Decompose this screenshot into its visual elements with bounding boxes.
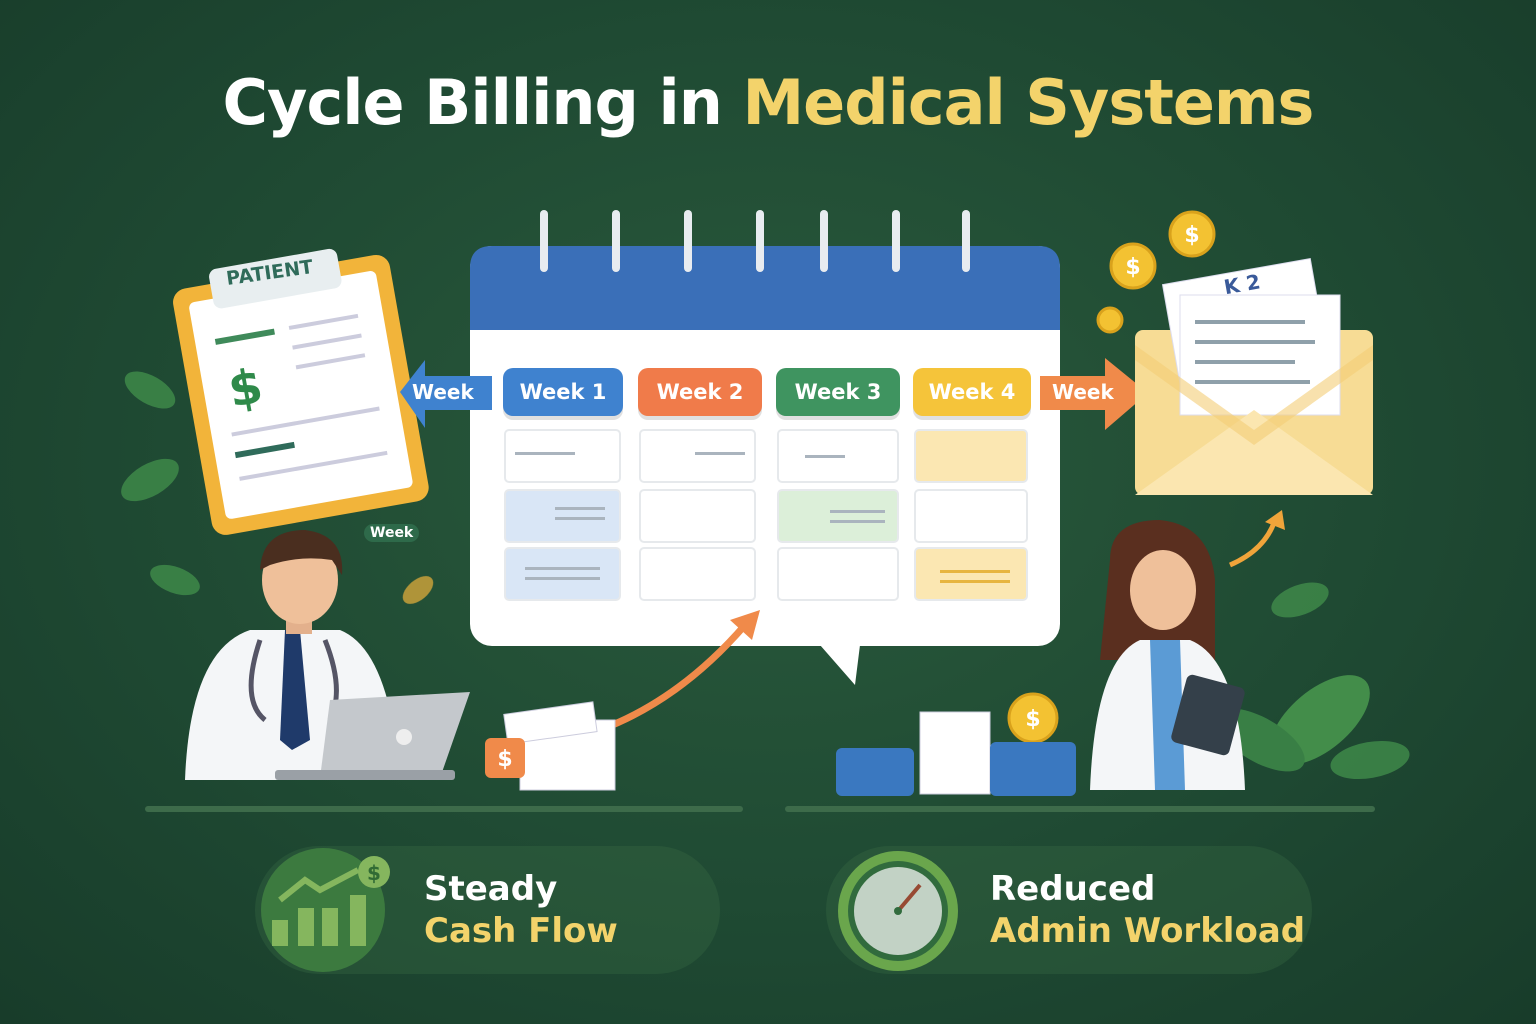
svg-text:$: $ bbox=[497, 747, 512, 772]
week-tag: Week bbox=[364, 524, 420, 542]
tab-week-1[interactable]: Week 1 bbox=[503, 368, 623, 416]
trend-arrow bbox=[598, 622, 748, 734]
svg-text:$: $ bbox=[367, 861, 381, 885]
benefit-admin-card bbox=[826, 846, 1312, 974]
next-week-label: Week bbox=[1052, 380, 1114, 404]
growth-chart-icon: $ bbox=[261, 848, 390, 972]
floor-line-left bbox=[145, 806, 743, 812]
svg-text:$: $ bbox=[1184, 223, 1199, 248]
prev-week-label: Week bbox=[412, 380, 474, 404]
calendar bbox=[470, 210, 1060, 685]
coin-icons bbox=[1007, 210, 1216, 744]
floor-line-right bbox=[785, 806, 1375, 812]
bills-stack: $ bbox=[485, 701, 991, 795]
envelope-with-bills: K 2 bbox=[1135, 258, 1373, 495]
doctor-illustration bbox=[185, 530, 470, 780]
clock-icon bbox=[838, 851, 958, 971]
svg-text:$: $ bbox=[1125, 255, 1140, 280]
page-title: Cycle Billing in Medical Systems bbox=[222, 66, 1315, 139]
admin-worker-illustration bbox=[1090, 520, 1245, 790]
tab-week-4[interactable]: Week 4 bbox=[913, 368, 1031, 416]
briefcase-icons bbox=[836, 742, 1076, 796]
next-week-arrow bbox=[1040, 358, 1148, 430]
tab-week-3[interactable]: Week 3 bbox=[776, 368, 900, 416]
svg-text:$: $ bbox=[1025, 707, 1040, 732]
prev-week-arrow bbox=[400, 360, 492, 428]
patient-clipboard: $ bbox=[173, 248, 429, 535]
benefit-cash-flow-card bbox=[255, 846, 720, 974]
tab-week-2[interactable]: Week 2 bbox=[638, 368, 762, 416]
